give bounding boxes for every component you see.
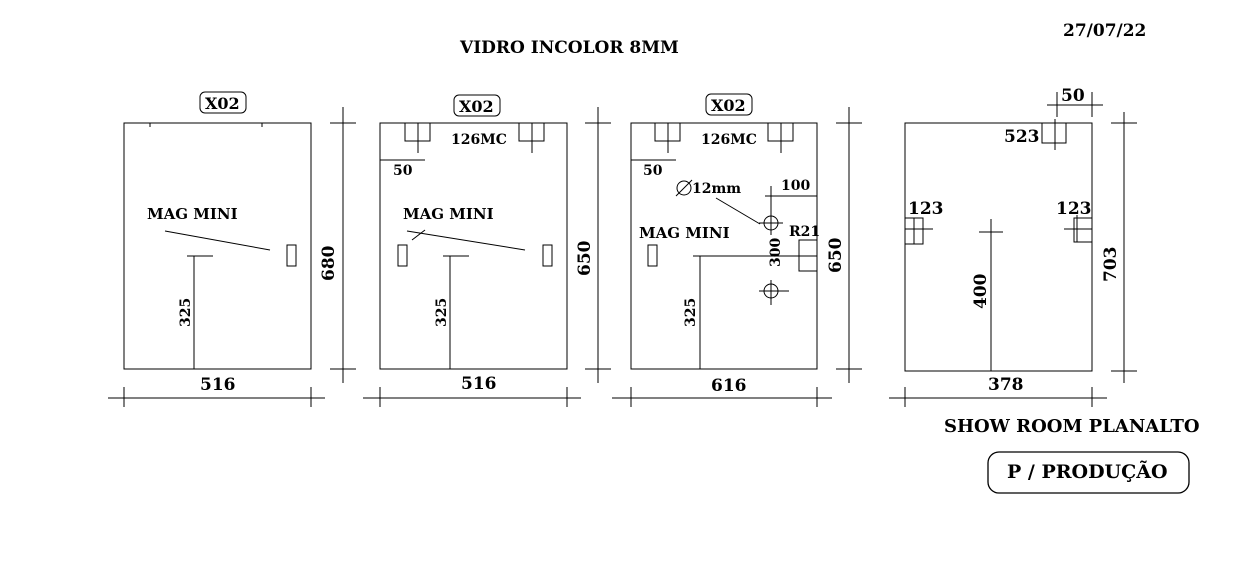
panel-1-height-dim: 325	[178, 298, 194, 327]
panel-4-left-part-label: 123	[908, 199, 944, 219]
panel-3-side-dim: 650	[826, 237, 846, 273]
panel-3-magnet-slot	[647, 244, 658, 267]
panel-1-magnet-slot	[286, 244, 297, 267]
panel-2-tag: X02	[459, 97, 494, 116]
panel-2-side-dim: 650	[575, 240, 595, 276]
panel-3-hinge-label: 126MC	[701, 132, 757, 148]
panel-4: 50 523 123 123 400 703 378	[889, 86, 1137, 407]
panel-4-right-part-label: 123	[1056, 199, 1092, 219]
panel-3-mag-label: MAG MINI	[639, 224, 730, 242]
panel-2-height-dim: 325	[434, 298, 450, 327]
panel-2-tag-box	[453, 94, 501, 117]
drawing-date: 27/07/22	[1063, 21, 1146, 41]
panel-3-hole-dim: 12mm	[692, 181, 741, 197]
panel-1-mag-label: MAG MINI	[147, 205, 238, 223]
panel-4-width-dim: 378	[988, 375, 1024, 395]
panel-1-leader	[164, 230, 271, 251]
panel-3-tag: X02	[711, 96, 746, 115]
panel-2: X02 126MC 50 MAG MINI 325 650 516	[363, 94, 611, 407]
panel-3-radius-label: R21	[789, 224, 820, 240]
panel-3-width-dim: 616	[711, 376, 747, 396]
diameter-icon	[676, 180, 692, 196]
panel-1-tag: X02	[205, 94, 240, 113]
panel-2-mag-label: MAG MINI	[403, 205, 494, 223]
panel-4-height-dim: 400	[971, 273, 991, 309]
panel-4-outline	[904, 122, 1093, 372]
panel-2-offset-dim: 50	[393, 163, 413, 179]
panel-2-width-dim: 516	[461, 374, 497, 394]
panel-2-hinge-label: 126MC	[451, 132, 507, 148]
panel-1: X02 MAG MINI 325 680 516	[108, 91, 356, 407]
panel-4-top-part	[1041, 122, 1067, 144]
panel-1-width-dim: 516	[200, 375, 236, 395]
panel-1-outline	[123, 122, 312, 370]
panel-3-hole-leader	[715, 197, 761, 225]
production-stamp-box	[987, 451, 1190, 494]
panel-1-tag-box	[199, 91, 247, 114]
client-name: SHOW ROOM PLANALTO	[944, 416, 1200, 437]
panel-3: X02 126MC 50 12mm 100 R21 300 MAG MINI	[612, 93, 862, 407]
production-stamp: P / PRODUÇÃO	[1007, 460, 1168, 483]
panel-4-side-dim: 703	[1101, 247, 1121, 283]
panel-1-side-dim: 680	[319, 245, 339, 281]
panel-3-hole-height-dim: 300	[768, 238, 784, 267]
panel-2-outline	[379, 122, 568, 370]
panel-4-right-part	[1073, 217, 1093, 243]
panel-4-top-part-label: 523	[1004, 127, 1040, 147]
panel-3-offset-dim: 50	[643, 163, 663, 179]
panel-4-top-dim: 50	[1061, 86, 1085, 106]
panel-2-leader	[406, 230, 526, 251]
panel-3-tag-box	[705, 93, 753, 116]
panel-2-magnet-slot-right	[542, 244, 553, 267]
panel-3-hole-offset-dim: 100	[781, 178, 810, 194]
panel-3-height-dim: 325	[683, 298, 699, 327]
panel-2-magnet-slot-left	[397, 244, 408, 267]
drawing-title: VIDRO INCOLOR 8MM	[459, 38, 679, 58]
